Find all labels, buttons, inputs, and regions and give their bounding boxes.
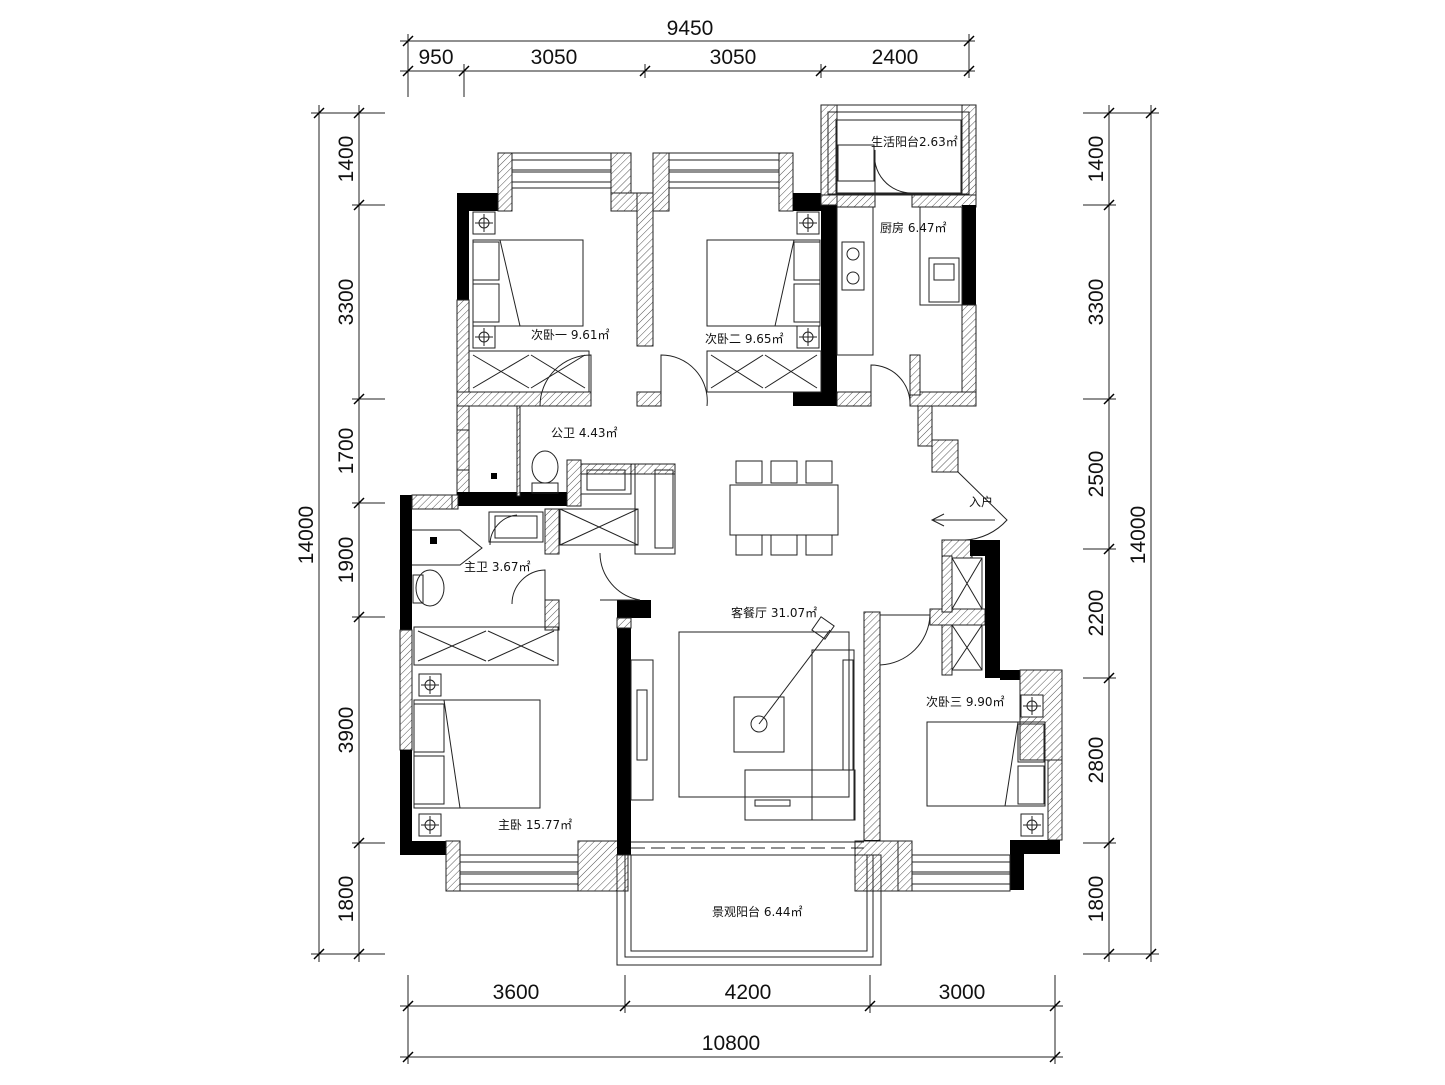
walls [399, 104, 1063, 966]
bedside-lamp-icon [472, 325, 496, 349]
windows [411, 152, 1011, 892]
dim-top-seg-2: 3050 [531, 46, 578, 69]
dim-right-seg-5: 2800 [1085, 737, 1108, 784]
bed-bedroom-2 [706, 239, 821, 327]
label-bedroom-1: 次卧一 9.61㎡ [531, 328, 610, 342]
dimension-left: 14000 1400 3300 1700 1900 3900 1800 [295, 105, 385, 962]
dim-right-total: 14000 [1127, 506, 1150, 564]
label-kitchen: 厨房 6.47㎡ [880, 220, 947, 235]
dim-right-seg-2: 3300 [1085, 279, 1108, 326]
master-bath-fixtures [412, 511, 544, 607]
entrance-arrow-icon [930, 513, 995, 527]
bed-bedroom-3 [926, 721, 1046, 807]
label-master-bath: 主卫 3.67㎡ [464, 560, 531, 574]
dim-left-seg-3: 1700 [335, 428, 358, 475]
dim-left-seg-2: 3300 [335, 279, 358, 326]
label-bedroom-2: 次卧二 9.65㎡ [705, 332, 784, 346]
dim-left-total: 14000 [295, 506, 318, 564]
dim-right-seg-1: 1400 [1085, 136, 1108, 183]
doors [489, 149, 1008, 666]
bedside-lamp-icon [1020, 813, 1044, 837]
public-bath-fixtures [491, 450, 676, 555]
wardrobe-bedroom-2 [706, 350, 822, 393]
wardrobe-bedroom-1 [468, 350, 590, 393]
dimension-top: 9450 950 3050 3050 2400 [400, 17, 975, 97]
dim-bottom-seg-1: 3600 [493, 981, 540, 1004]
dim-left-seg-6: 1800 [335, 876, 358, 923]
wardrobe-bedroom-3 [951, 557, 983, 671]
dimension-right: 1400 3300 2500 2200 2800 1800 14000 [1083, 105, 1159, 962]
bedside-lamp-icon [418, 813, 442, 837]
bed-master [413, 699, 541, 809]
furniture [412, 144, 1046, 837]
dim-left-seg-4: 1900 [335, 537, 358, 584]
room-labels: 生活阳台2.63㎡ 厨房 6.47㎡ 次卧一 9.61㎡ 次卧二 9.65㎡ 公… [464, 134, 1005, 919]
label-living-dining: 客餐厅 31.07㎡ [731, 605, 817, 620]
dim-top-total: 9450 [667, 17, 714, 40]
dim-left-seg-1: 1400 [335, 136, 358, 183]
dim-top-seg-4: 2400 [872, 46, 919, 69]
bedside-lamp-icon [472, 211, 496, 235]
living-furniture [630, 616, 856, 821]
label-view-balcony: 景观阳台 6.44㎡ [712, 904, 803, 919]
bed-bedroom-1 [472, 239, 584, 327]
dim-right-seg-6: 1800 [1085, 876, 1108, 923]
label-public-bath: 公卫 4.43㎡ [551, 426, 618, 440]
label-master-bedroom: 主卧 15.77㎡ [498, 818, 572, 832]
kitchen-counter [836, 144, 963, 356]
dim-top-seg-1: 950 [418, 46, 453, 69]
dim-right-seg-4: 2200 [1085, 590, 1108, 637]
label-service-balcony: 生活阳台2.63㎡ [871, 134, 958, 149]
dim-bottom-seg-2: 4200 [725, 981, 772, 1004]
dim-right-seg-3: 2500 [1085, 451, 1108, 498]
bedside-lamp-icon [796, 325, 820, 349]
dim-bottom-seg-3: 3000 [939, 981, 986, 1004]
dimension-bottom: 3600 4200 3000 10800 [400, 975, 1063, 1064]
bedside-lamp-icon [796, 211, 820, 235]
bedside-lamp-icon [1020, 694, 1044, 718]
dim-top-seg-3: 3050 [710, 46, 757, 69]
bedside-lamp-icon [418, 673, 442, 697]
dim-left-seg-5: 3900 [335, 707, 358, 754]
dim-bottom-total: 10800 [702, 1032, 760, 1055]
dining-table [729, 460, 839, 556]
wardrobe-master [413, 626, 559, 666]
label-entrance: 入户 [969, 494, 993, 509]
label-bedroom-3: 次卧三 9.90㎡ [926, 695, 1005, 709]
